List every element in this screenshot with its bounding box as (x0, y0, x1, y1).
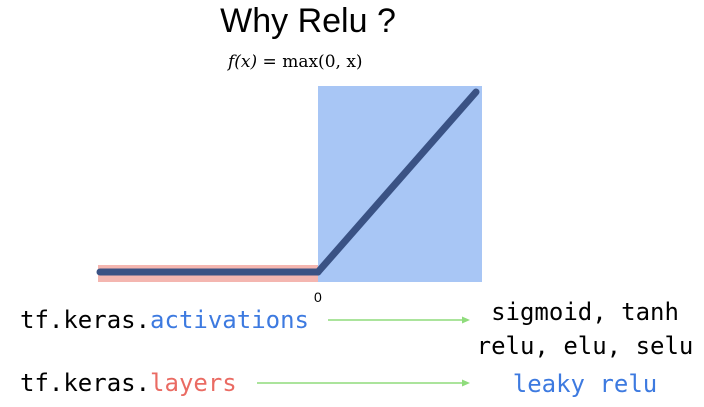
layers-api-path: tf.keras.layers (20, 369, 237, 397)
activation-functions-line1: sigmoid, tanh (491, 298, 679, 326)
activations-api-path: tf.keras.activations (20, 306, 309, 334)
activations-module: activations (150, 306, 309, 334)
activations-prefix: tf.keras. (20, 306, 151, 334)
formula-lhs: f(x) (228, 52, 258, 72)
slide-title: Why Relu ? (220, 2, 396, 40)
formula-equals: = (257, 52, 283, 72)
leaky-relu-layer: leaky relu (512, 370, 658, 398)
layers-prefix: tf.keras. (20, 369, 151, 397)
formula-rhs: max(0, x) (282, 52, 363, 72)
relu-formula: f(x) = max(0, x) (228, 52, 363, 72)
relu-positive-segment (314, 88, 480, 276)
activation-functions-line2: relu, elu, selu (476, 332, 694, 360)
arrow-activations-head (462, 316, 470, 324)
origin-label: 0 (314, 289, 322, 305)
layers-module: layers (150, 369, 237, 397)
arrow-layers-head (462, 379, 470, 387)
